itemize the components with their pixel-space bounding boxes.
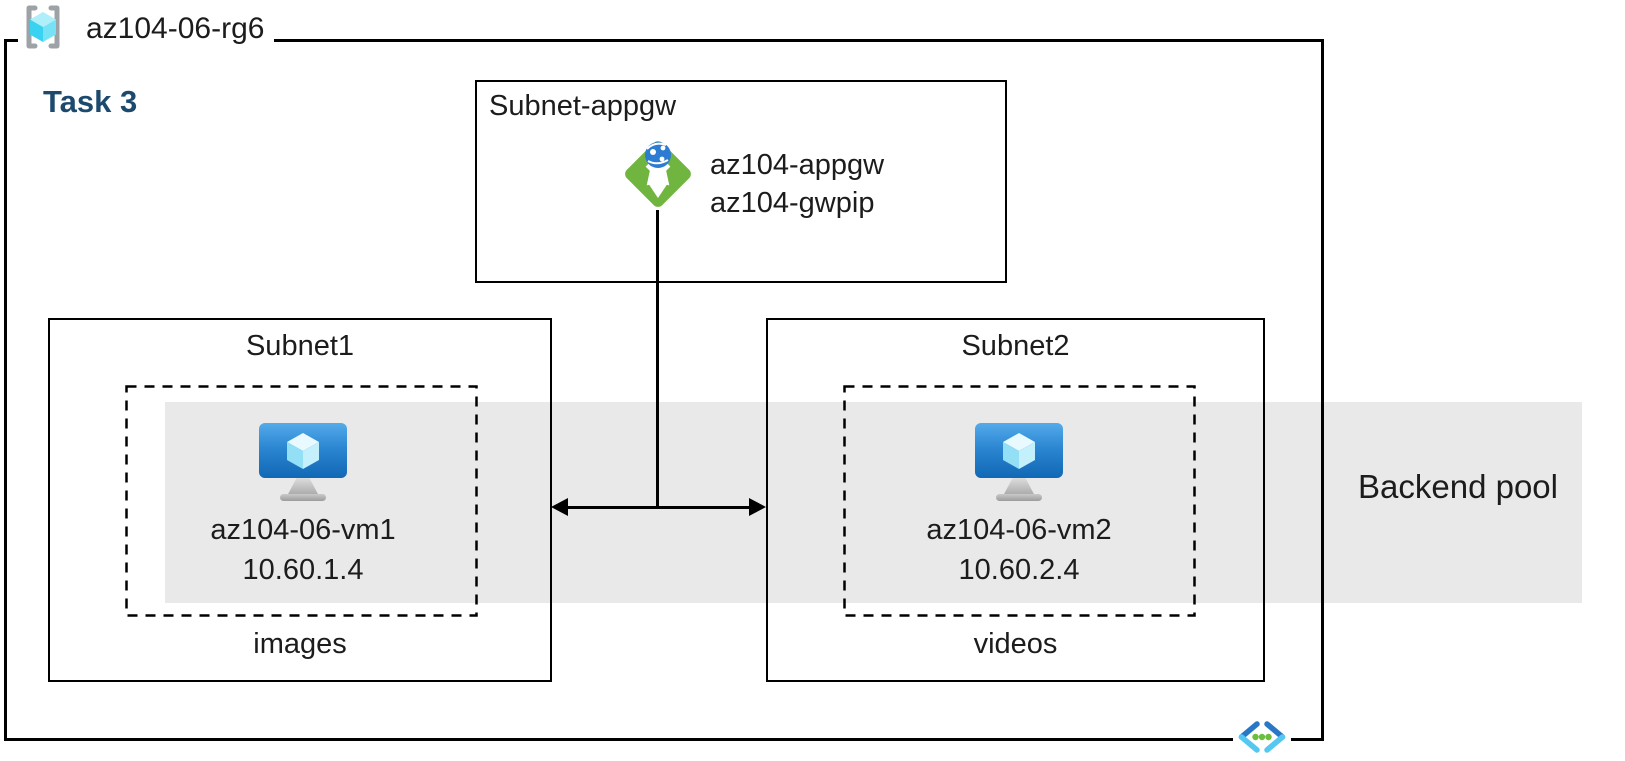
arrowhead-left-icon [551, 498, 568, 516]
resource-group-box [4, 39, 1324, 741]
arrowhead-right-icon [749, 498, 766, 516]
gateway-connector-line [656, 210, 659, 507]
vm1-ip: 10.60.1.4 [242, 554, 364, 586]
application-gateway-icon [616, 132, 700, 216]
vm2-ip: 10.60.2.4 [958, 554, 1080, 586]
resource-group-header: az104-06-rg6 [18, 2, 275, 56]
vm1-monitor-stand [287, 478, 319, 496]
subnet-appgw-box [475, 80, 1007, 283]
backend-arrow-line [566, 506, 760, 509]
subnet1-container-label: images [253, 628, 347, 660]
vm1-name: az104-06-vm1 [210, 514, 396, 546]
vm2-monitor-base [996, 494, 1042, 501]
vm2-monitor-stand [1003, 478, 1035, 496]
vm1-monitor-base [280, 494, 326, 501]
application-gateway-name: az104-appgw [710, 149, 885, 181]
task-label: Task 3 [43, 84, 138, 119]
virtual-network-icon [1233, 717, 1291, 757]
subnet-appgw-title: Subnet-appgw [489, 90, 677, 122]
vm2-icon [975, 423, 1063, 478]
application-gateway-labels: az104-appgw az104-gwpip [710, 146, 884, 222]
subnet2-box [766, 318, 1265, 682]
backend-pool-band [165, 402, 1582, 603]
application-gateway-public-ip: az104-gwpip [710, 187, 875, 219]
vm1-icon [259, 423, 347, 478]
vm2-name: az104-06-vm2 [926, 514, 1112, 546]
subnet2-title: Subnet2 [961, 330, 1070, 362]
subnet1-title: Subnet1 [245, 330, 355, 362]
subnet2-container-label: videos [973, 628, 1058, 660]
resource-group-icon [20, 3, 66, 56]
backend-pool-label: Backend pool [1358, 468, 1558, 505]
resource-group-name: az104-06-rg6 [86, 12, 265, 45]
